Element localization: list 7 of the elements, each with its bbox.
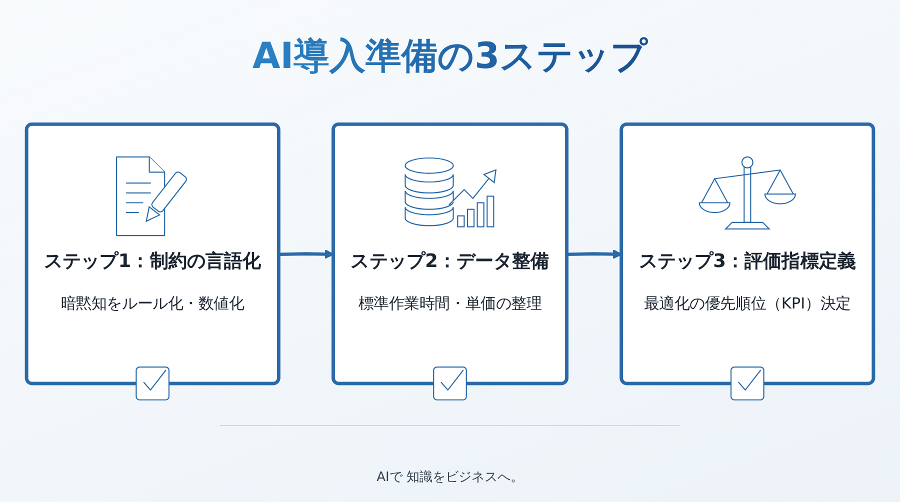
step-heading: ステップ2：データ整備 bbox=[350, 250, 550, 275]
step-description: 暗黙知をルール化・数値化 bbox=[60, 294, 244, 314]
step-description: 最適化の優先順位（KPI）決定 bbox=[644, 294, 851, 314]
step-heading: ステップ3：評価指標定義 bbox=[638, 250, 856, 275]
step-description: 標準作業時間・単価の整理 bbox=[358, 294, 542, 314]
step-heading: ステップ1：制約の言語化 bbox=[44, 250, 262, 275]
footer-text: AIで 知識をビジネスへ。 bbox=[376, 469, 524, 486]
